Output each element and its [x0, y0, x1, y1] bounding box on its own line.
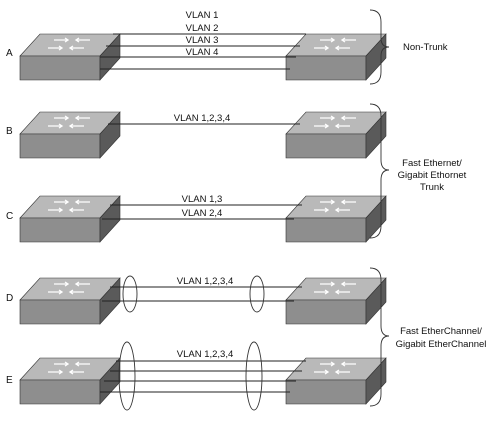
bundle-ring-d-left: [122, 275, 138, 313]
switch-d-right: [285, 277, 387, 325]
brace-non-trunk: [369, 9, 390, 85]
row-c: C VLAN 1,3 VLAN 2,4: [6, 194, 387, 243]
bundle-ring-e-left: [118, 341, 136, 411]
group-label-trunk-1: Fast Ethernet/: [402, 158, 462, 169]
link-label-e-1: VLAN 1,2,3,4: [177, 349, 234, 360]
row-letter-b: B: [6, 126, 13, 137]
row-letter-a: A: [6, 48, 13, 59]
group-label-non-trunk: Non-Trunk: [403, 42, 448, 53]
row-d: D VLAN 1,2,3,4: [6, 275, 387, 325]
link-label-b-1: VLAN 1,2,3,4: [174, 113, 231, 124]
row-e: E VLAN 1,2,3,4: [6, 341, 387, 411]
bundle-ring-d-right: [249, 275, 265, 313]
link-label-a-2: VLAN 2: [186, 23, 219, 34]
link-label-d-1: VLAN 1,2,3,4: [177, 276, 234, 287]
bundle-ring-e-right: [245, 341, 263, 411]
group-label-trunk-3: Trunk: [420, 182, 444, 193]
brace-trunk: [369, 103, 390, 239]
row-letter-c: C: [6, 211, 13, 222]
group-label-etherchannel-2: Gigabit EtherChannel: [396, 339, 487, 350]
group-label-trunk-2: Gigabit Ethornet: [398, 170, 467, 181]
switch-a-right: [285, 33, 387, 81]
switch-b-right: [285, 111, 387, 159]
brace-etherchannel: [369, 267, 390, 407]
switch-b-left: [19, 111, 121, 159]
row-a: A VLAN 1 VLAN 2 VLAN 3 VLAN 4: [6, 10, 387, 81]
row-letter-e: E: [6, 375, 13, 386]
switch-c-right: [285, 195, 387, 243]
group-label-etherchannel-1: Fast EtherChannel/: [400, 326, 482, 337]
row-letter-d: D: [6, 293, 13, 304]
link-label-a-4: VLAN 4: [186, 47, 219, 58]
row-b: B VLAN 1,2,3,4: [6, 111, 387, 159]
link-label-a-1: VLAN 1: [186, 10, 219, 21]
switch-e-right: [285, 357, 387, 405]
link-label-c-2: VLAN 2,4: [182, 208, 223, 219]
link-label-c-1: VLAN 1,3: [182, 194, 223, 205]
link-label-a-3: VLAN 3: [186, 35, 219, 46]
